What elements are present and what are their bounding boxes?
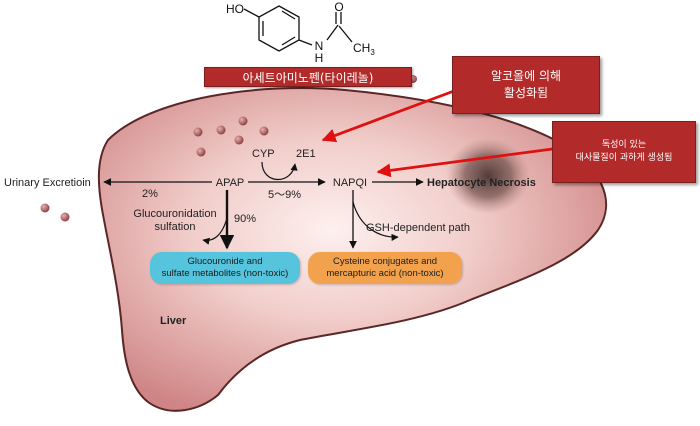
label-liver: Liver xyxy=(160,315,187,327)
molecule-dot xyxy=(216,125,226,135)
label-pct-2: 2% xyxy=(142,188,158,200)
toxic-note-box: 독성이 있는 대사물질이 과하게 생성됨 xyxy=(552,121,696,183)
red-arrow-toxic xyxy=(376,146,561,178)
alcohol-note-box: 알코올에 의해 활성화됨 xyxy=(452,56,600,114)
toxic-note-text: 독성이 있는 대사물질이 과하게 생성됨 xyxy=(575,140,673,163)
molecule-dot xyxy=(40,203,50,213)
atom-n: N xyxy=(315,39,324,53)
atom-o: O xyxy=(334,0,343,14)
drug-name-text: 아세트아미노펜(타이레놀) xyxy=(242,70,374,85)
atom-ch3-main: CH xyxy=(353,41,370,55)
label-sulfation: sulfation xyxy=(155,221,196,233)
benzene-ring xyxy=(258,5,300,52)
label-hepatocyte-necrosis: Hepatocyte Necrosis xyxy=(427,177,536,189)
label-napqi: NAPQI xyxy=(333,177,367,189)
red-arrow-alcohol xyxy=(321,86,463,143)
molecule-dot xyxy=(193,127,203,137)
atom-ch3-subscript: 3 xyxy=(370,48,375,57)
molecule-dot xyxy=(259,126,269,136)
atom-h: H xyxy=(315,51,324,65)
cysteine-conjugates-box: Cysteine conjugates and mercapturic acid… xyxy=(308,252,462,284)
label-pct-90: 90% xyxy=(234,213,256,225)
curve-gsh xyxy=(352,201,399,241)
molecule-dot xyxy=(60,212,70,222)
liver-shape xyxy=(97,87,608,412)
molecule-dot xyxy=(238,116,248,126)
label-apap: APAP xyxy=(216,177,245,189)
label-2e1: 2E1 xyxy=(296,148,316,160)
cysteine-conjugates-text: Cysteine conjugates and mercapturic acid… xyxy=(326,256,444,279)
label-gsh-path: GSH-dependent path xyxy=(366,222,470,234)
curve-cyp xyxy=(261,161,298,180)
glucuronide-metabolites-box: Glucouronide and sulfate metabolites (no… xyxy=(150,252,300,284)
label-pct-5-9: 5～9% xyxy=(268,189,301,201)
label-urinary-excretion: Urinary Excretioin xyxy=(4,177,91,189)
alcohol-note-text: 알코올에 의해 활성화됨 xyxy=(490,69,562,100)
molecule-dot xyxy=(196,147,206,157)
molecule-dot xyxy=(234,135,244,145)
label-glucouronidation: Glucouronidation xyxy=(133,208,216,220)
drug-name-box: 아세트아미노펜(타이레놀) xyxy=(204,67,412,87)
atom-ch3: CH3 xyxy=(353,41,375,57)
label-cyp: CYP xyxy=(252,148,275,160)
glucuronide-metabolites-text: Glucouronide and sulfate metabolites (no… xyxy=(161,256,289,279)
curve-glucuronidation xyxy=(202,217,228,245)
atom-ho: HO xyxy=(226,2,244,16)
acetaminophen-structure xyxy=(243,5,353,52)
necrosis-patch xyxy=(446,138,530,214)
